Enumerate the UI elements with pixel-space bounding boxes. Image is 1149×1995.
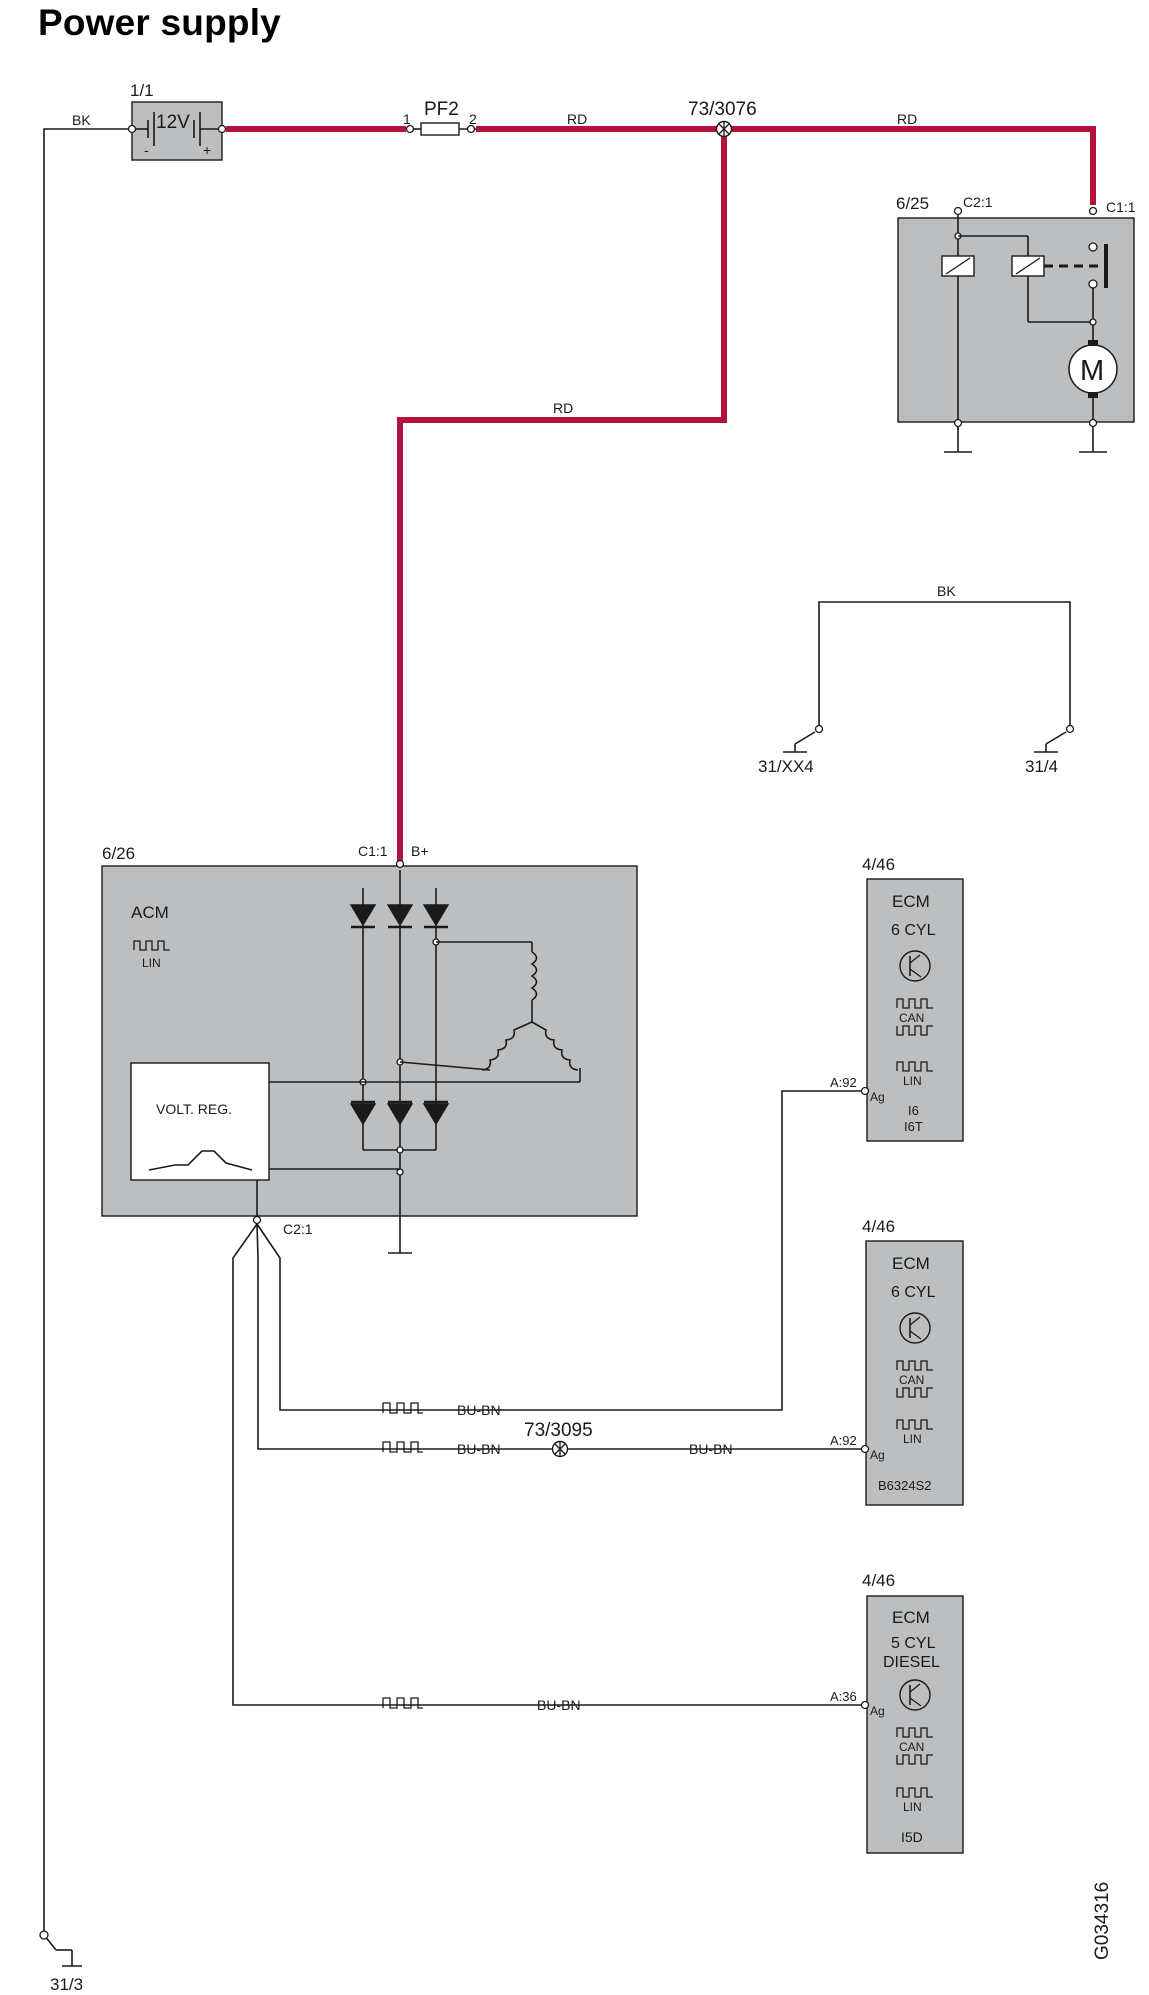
ecm-i6-lin: LIN xyxy=(903,1074,922,1088)
alternator-bplus: B+ xyxy=(411,843,429,859)
wire-label-rd-alternator: RD xyxy=(553,400,573,416)
ecm-i6: 4/46 ECM 6 CYL CAN LIN A:92 Ag I6 I6T xyxy=(830,855,964,1142)
battery-ref: 1/1 xyxy=(130,81,154,100)
ecm-b6324-name: ECM xyxy=(892,1254,930,1273)
ground-label-31-xx4: 31/XX4 xyxy=(758,757,814,776)
ecm-i5d: 4/46 ECM 5 CYL DIESEL CAN LIN A:36 Ag I5… xyxy=(830,1571,964,1854)
splice-73-3095: 73/3095 xyxy=(524,1420,593,1458)
ecm-i5d-lin: LIN xyxy=(903,1800,922,1814)
ecm-i5d-name: ECM xyxy=(892,1608,930,1627)
fuse-ref: PF2 xyxy=(424,99,459,120)
ecm-i6-variant: 6 CYL xyxy=(891,922,936,939)
splice-bottom-ref: 73/3095 xyxy=(524,1420,593,1441)
wire-label-bk-battery: BK xyxy=(72,112,91,128)
ecm-i5d-can: CAN xyxy=(899,1740,924,1754)
ecm-b6324-ag: Ag xyxy=(870,1448,885,1462)
alternator-name: ACM xyxy=(131,903,169,922)
ecm-i5d-engine1: I5D xyxy=(901,1829,923,1845)
alternator-ref: 6/26 xyxy=(102,844,135,863)
starter-ref: 6/25 xyxy=(896,194,929,213)
bk-ground-link: BK 31/XX4 31/4 xyxy=(758,583,1075,776)
ecm-i5d-ref: 4/46 xyxy=(862,1571,895,1590)
figure-id: G034316 xyxy=(1092,1882,1113,1960)
alternator-lin: LIN xyxy=(142,956,161,970)
ecm-b6324s2: 4/46 ECM 6 CYL CAN LIN A:92 Ag B6324S2 xyxy=(830,1217,964,1506)
starter-pin-c2: C2:1 xyxy=(963,194,993,210)
starter-pin-c1: C1:1 xyxy=(1106,199,1136,215)
alternator-6-26: 6/26 C1:1 B+ ACM LIN xyxy=(101,843,638,1254)
ecm-b6324-engine1: B6324S2 xyxy=(878,1478,932,1493)
ecm-b6324-can: CAN xyxy=(899,1373,924,1387)
battery-plus: + xyxy=(203,142,211,158)
wire-label-bk-ground: BK xyxy=(937,583,956,599)
ecm-i5d-variant: 5 CYL xyxy=(891,1635,936,1652)
ecm-b6324-lin: LIN xyxy=(903,1432,922,1446)
wire-label-bubn-i5d: BU-BN xyxy=(537,1697,581,1713)
ecm-i6-pin: A:92 xyxy=(830,1075,857,1090)
bk-ground-wire: BK 31/3 xyxy=(39,112,132,1994)
wire-label-rd-fuse: RD xyxy=(567,111,587,127)
fuse-pin-2: 2 xyxy=(469,111,477,127)
battery-minus: - xyxy=(144,142,149,158)
ecm-b6324-variant: 6 CYL xyxy=(891,1284,936,1301)
ecm-i6-engine1: I6 xyxy=(908,1103,919,1118)
ecm-i6-ag: Ag xyxy=(870,1090,885,1104)
voltage-regulator: VOLT. REG. xyxy=(156,1101,232,1117)
starter-motor-6-25: 6/25 C2:1 C1:1 M xyxy=(896,194,1136,453)
ecm-i5d-pin: A:36 xyxy=(830,1689,857,1704)
ecm-i6-name: ECM xyxy=(892,892,930,911)
splice-top-ref: 73/3076 xyxy=(688,99,757,120)
ground-label-31-4: 31/4 xyxy=(1025,757,1058,776)
ecm-b6324-ref: 4/46 xyxy=(862,1217,895,1236)
ecm-i6-engine2: I6T xyxy=(904,1119,923,1134)
alternator-pin-c1: C1:1 xyxy=(358,843,388,859)
page-title: Power supply xyxy=(38,2,281,43)
splice-73-3076: 73/3076 xyxy=(688,99,757,138)
ecm-b6324-pin: A:92 xyxy=(830,1433,857,1448)
motor-symbol: M xyxy=(1080,355,1104,387)
wire-label-rd-starter: RD xyxy=(897,111,917,127)
alternator-pin-c2: C2:1 xyxy=(283,1221,313,1237)
ecm-i5d-variant2: DIESEL xyxy=(883,1654,940,1671)
ecm-i6-can: CAN xyxy=(899,1011,924,1025)
battery-1-1: 1/1 12V - + xyxy=(127,81,227,161)
ground-label-31-3: 31/3 xyxy=(50,1975,83,1994)
battery-voltage: 12V xyxy=(156,112,190,133)
wire-label-bubn-i6: BU-BN xyxy=(457,1402,501,1418)
wire-label-bubn-b6324-left: BU-BN xyxy=(457,1441,501,1457)
ecm-i5d-ag: Ag xyxy=(870,1704,885,1718)
fuse-pf2: PF2 1 2 xyxy=(403,99,477,136)
wire-label-bubn-b6324-right: BU-BN xyxy=(689,1441,733,1457)
ecm-i6-ref: 4/46 xyxy=(862,855,895,874)
fuse-pin-1: 1 xyxy=(403,111,411,127)
